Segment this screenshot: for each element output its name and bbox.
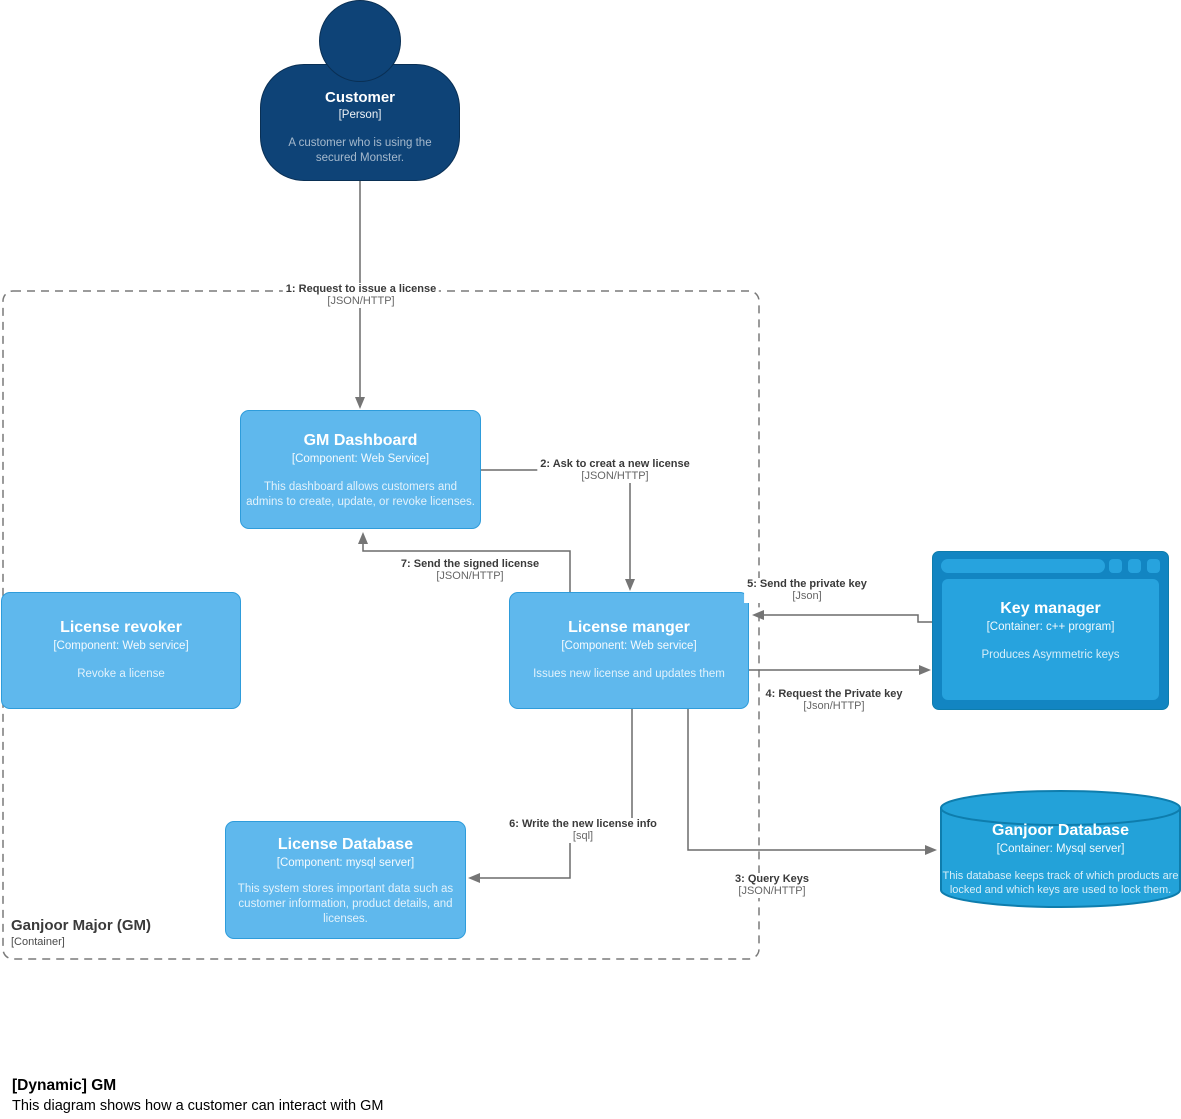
browser-button-icon	[1109, 559, 1122, 573]
edge-label-text: 6: Write the new license info	[509, 818, 657, 830]
edge-6	[468, 709, 633, 883]
node-description: This system stores important data such a…	[237, 883, 454, 925]
node-customer[interactable]: Customer [Person] A customer who is usin…	[260, 64, 460, 181]
node-title: License manger	[568, 619, 690, 636]
edge-4	[749, 665, 931, 675]
node-type: [Component: Web Service]	[291, 453, 430, 466]
node-type: [Container: c++ program]	[986, 621, 1115, 634]
edge-label-protocol: [Json]	[792, 590, 822, 603]
node-title: Customer	[324, 89, 395, 106]
edge-label-text: 2: Ask to creat a new license	[540, 458, 690, 470]
edge-label-text: 3: Query Keys	[735, 873, 809, 885]
node-license-revoker[interactable]: License revoker [Component: Web service]…	[1, 592, 241, 709]
diagram-subtitle: This diagram shows how a customer can in…	[12, 1097, 384, 1114]
node-title: Ganjoor Database	[992, 822, 1129, 839]
edge-label-protocol: [JSON/HTTP]	[738, 885, 806, 898]
edge-label-1: 1: Request to issue a license [JSON/HTTP…	[282, 283, 440, 308]
node-title: Key manager	[1000, 600, 1101, 617]
node-description: Revoke a license	[77, 668, 165, 681]
diagram-caption: [Dynamic] GM This diagram shows how a cu…	[12, 1076, 384, 1116]
boundary-title: Ganjoor Major (GM)	[11, 917, 151, 934]
node-key-manager[interactable]: Key manager [Container: c++ program] Pro…	[932, 551, 1169, 710]
edge-label-text: 1: Request to issue a license	[285, 283, 437, 295]
browser-address-bar-icon	[941, 559, 1105, 573]
node-title: License Database	[277, 836, 414, 853]
person-head-icon	[319, 0, 401, 82]
node-type: [Component: mysql server]	[276, 857, 415, 870]
edge-label-protocol: [JSON/HTTP]	[327, 295, 395, 308]
node-title: License revoker	[60, 619, 182, 636]
node-type: [Component: Web service]	[53, 640, 189, 653]
node-gm-dashboard[interactable]: GM Dashboard [Component: Web Service] Th…	[240, 410, 481, 529]
node-type: [Person]	[338, 109, 382, 122]
edge-label-3: 3: Query Keys [JSON/HTTP]	[732, 873, 812, 898]
edge-label-protocol: [JSON/HTTP]	[581, 470, 649, 483]
browser-button-icon	[1128, 559, 1141, 573]
node-license-manager[interactable]: License manger [Component: Web service] …	[509, 592, 749, 709]
node-type: [Component: Web service]	[561, 640, 697, 653]
edge-label-2: 2: Ask to creat a new license [JSON/HTTP…	[537, 458, 693, 483]
node-description: This dashboard allows customers and admi…	[246, 481, 475, 508]
edge-label-protocol: [JSON/HTTP]	[436, 570, 504, 583]
edge-label-5: 5: Send the private key [Json]	[744, 578, 870, 603]
gm-boundary-caption: Ganjoor Major (GM) [Container]	[11, 917, 151, 949]
node-description: This database keeps track of which produ…	[942, 870, 1179, 897]
node-type: [Container: Mysql server]	[996, 843, 1125, 856]
diagram-title: [Dynamic] GM	[12, 1077, 117, 1094]
edge-label-7: 7: Send the signed license [JSON/HTTP]	[397, 558, 543, 583]
edge-label-text: 7: Send the signed license	[400, 558, 540, 570]
node-description: A customer who is using the secured Mons…	[288, 137, 432, 164]
edge-label-protocol: [Json/HTTP]	[803, 700, 865, 713]
edge-label-protocol: [sql]	[572, 830, 594, 843]
node-license-database[interactable]: License Database [Component: mysql serve…	[225, 821, 466, 939]
browser-button-icon	[1147, 559, 1160, 573]
browser-content-panel: Key manager [Container: c++ program] Pro…	[942, 579, 1159, 700]
edge-5	[752, 610, 932, 623]
node-title: GM Dashboard	[303, 432, 418, 449]
node-ganjoor-database[interactable]: Ganjoor Database [Container: Mysql serve…	[940, 822, 1181, 897]
edge-label-4: 4: Request the Private key [Json/HTTP]	[762, 688, 906, 713]
boundary-type: [Container]	[11, 936, 65, 948]
edge-3	[687, 709, 937, 855]
edge-label-6: 6: Write the new license info [sql]	[506, 818, 660, 843]
edge-label-text: 4: Request the Private key	[765, 688, 903, 700]
node-description: Issues new license and updates them	[533, 668, 725, 681]
edge-label-text: 5: Send the private key	[747, 578, 867, 590]
node-description: Produces Asymmetric keys	[981, 649, 1120, 662]
